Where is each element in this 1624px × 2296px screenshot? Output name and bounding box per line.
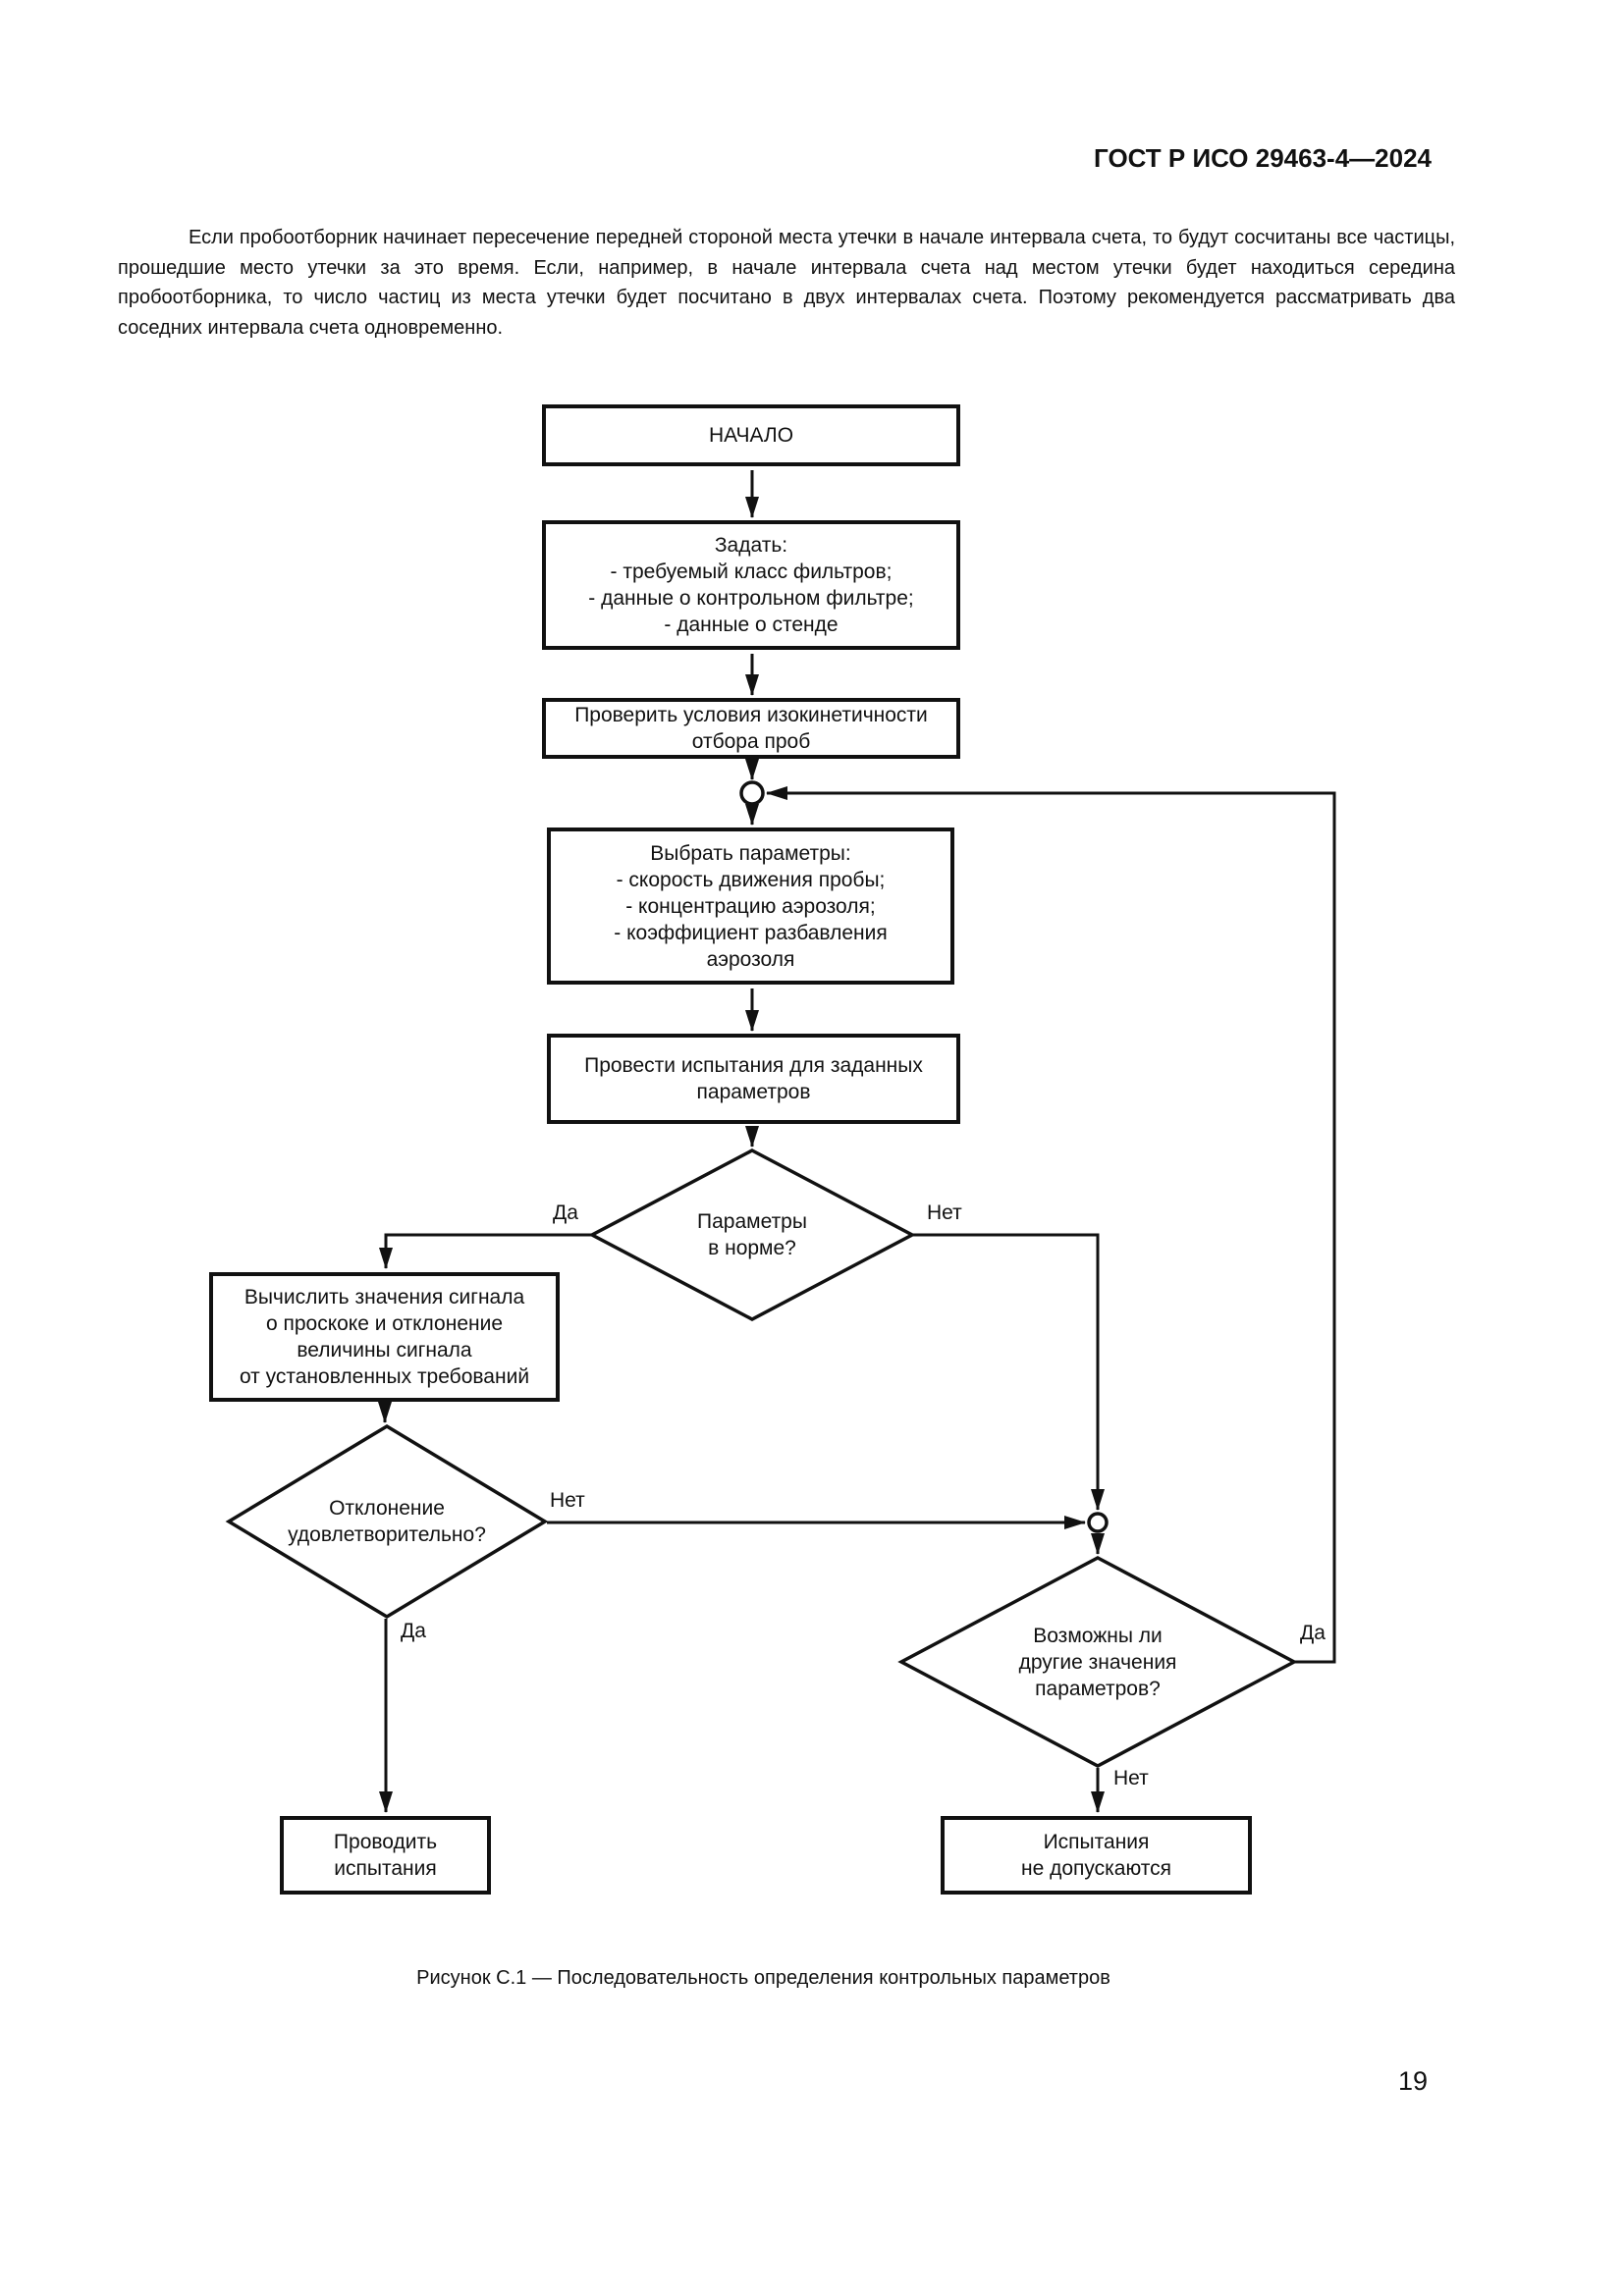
start-box-label: НАЧАЛО bbox=[708, 424, 794, 447]
page-number: 19 bbox=[1398, 2066, 1429, 2096]
tests-not-allowed-box: Испытания не допускаются bbox=[941, 1816, 1252, 1895]
label-decision3-yes: Да bbox=[1300, 1622, 1326, 1644]
conduct-tests-box-label: Проводить испытания bbox=[333, 1831, 438, 1880]
compute-signal-box-label: Вычислить значения сигнала о проскоке и … bbox=[239, 1286, 530, 1388]
decision-other-values-diamond bbox=[897, 1556, 1298, 1768]
edge-decision1-yes bbox=[379, 1233, 592, 1269]
compute-signal-box: Вычислить значения сигнала о проскоке и … bbox=[209, 1272, 560, 1402]
select-parameters-box-label: Выбрать параметры: - скорость движения п… bbox=[614, 841, 888, 971]
check-isokinetic-box-label: Проверить условия изокинетичности отбора… bbox=[574, 704, 928, 753]
decision-params-ok-diamond bbox=[588, 1148, 916, 1321]
set-inputs-box-label: Задать: - требуемый класс фильтров; - да… bbox=[588, 534, 914, 636]
label-decision1-yes: Да bbox=[553, 1201, 578, 1224]
edge-decision1-no bbox=[912, 1233, 1105, 1511]
conduct-tests-box: Проводить испытания bbox=[280, 1816, 491, 1895]
junction-circle-2 bbox=[1087, 1512, 1109, 1533]
run-tests-box: Провести испытания для заданных параметр… bbox=[547, 1034, 960, 1124]
check-isokinetic-box: Проверить условия изокинетичности отбора… bbox=[542, 698, 960, 759]
decision-deviation-ok-diamond bbox=[225, 1423, 549, 1620]
edge-decision3-yes-loop bbox=[766, 786, 1336, 1664]
figure-caption: Рисунок С.1 — Последовательность определ… bbox=[416, 1967, 1110, 1989]
label-decision3-no: Нет bbox=[1113, 1767, 1149, 1789]
label-decision1-no: Нет bbox=[927, 1201, 962, 1224]
tests-not-allowed-box-label: Испытания не допускаются bbox=[1020, 1831, 1172, 1880]
start-box: НАЧАЛО bbox=[542, 404, 960, 466]
label-decision2-yes: Да bbox=[401, 1620, 426, 1642]
label-decision2-no: Нет bbox=[550, 1489, 585, 1512]
run-tests-box-label: Провести испытания для заданных параметр… bbox=[584, 1054, 923, 1103]
doc-header: ГОСТ Р ИСО 29463-4—2024 bbox=[1094, 143, 1432, 173]
junction-circle-1 bbox=[739, 780, 765, 806]
set-inputs-box: Задать: - требуемый класс фильтров; - да… bbox=[542, 520, 960, 650]
body-paragraph: Если пробоотборник начинает пересечение … bbox=[118, 227, 1455, 339]
select-parameters-box: Выбрать параметры: - скорость движения п… bbox=[547, 828, 954, 985]
